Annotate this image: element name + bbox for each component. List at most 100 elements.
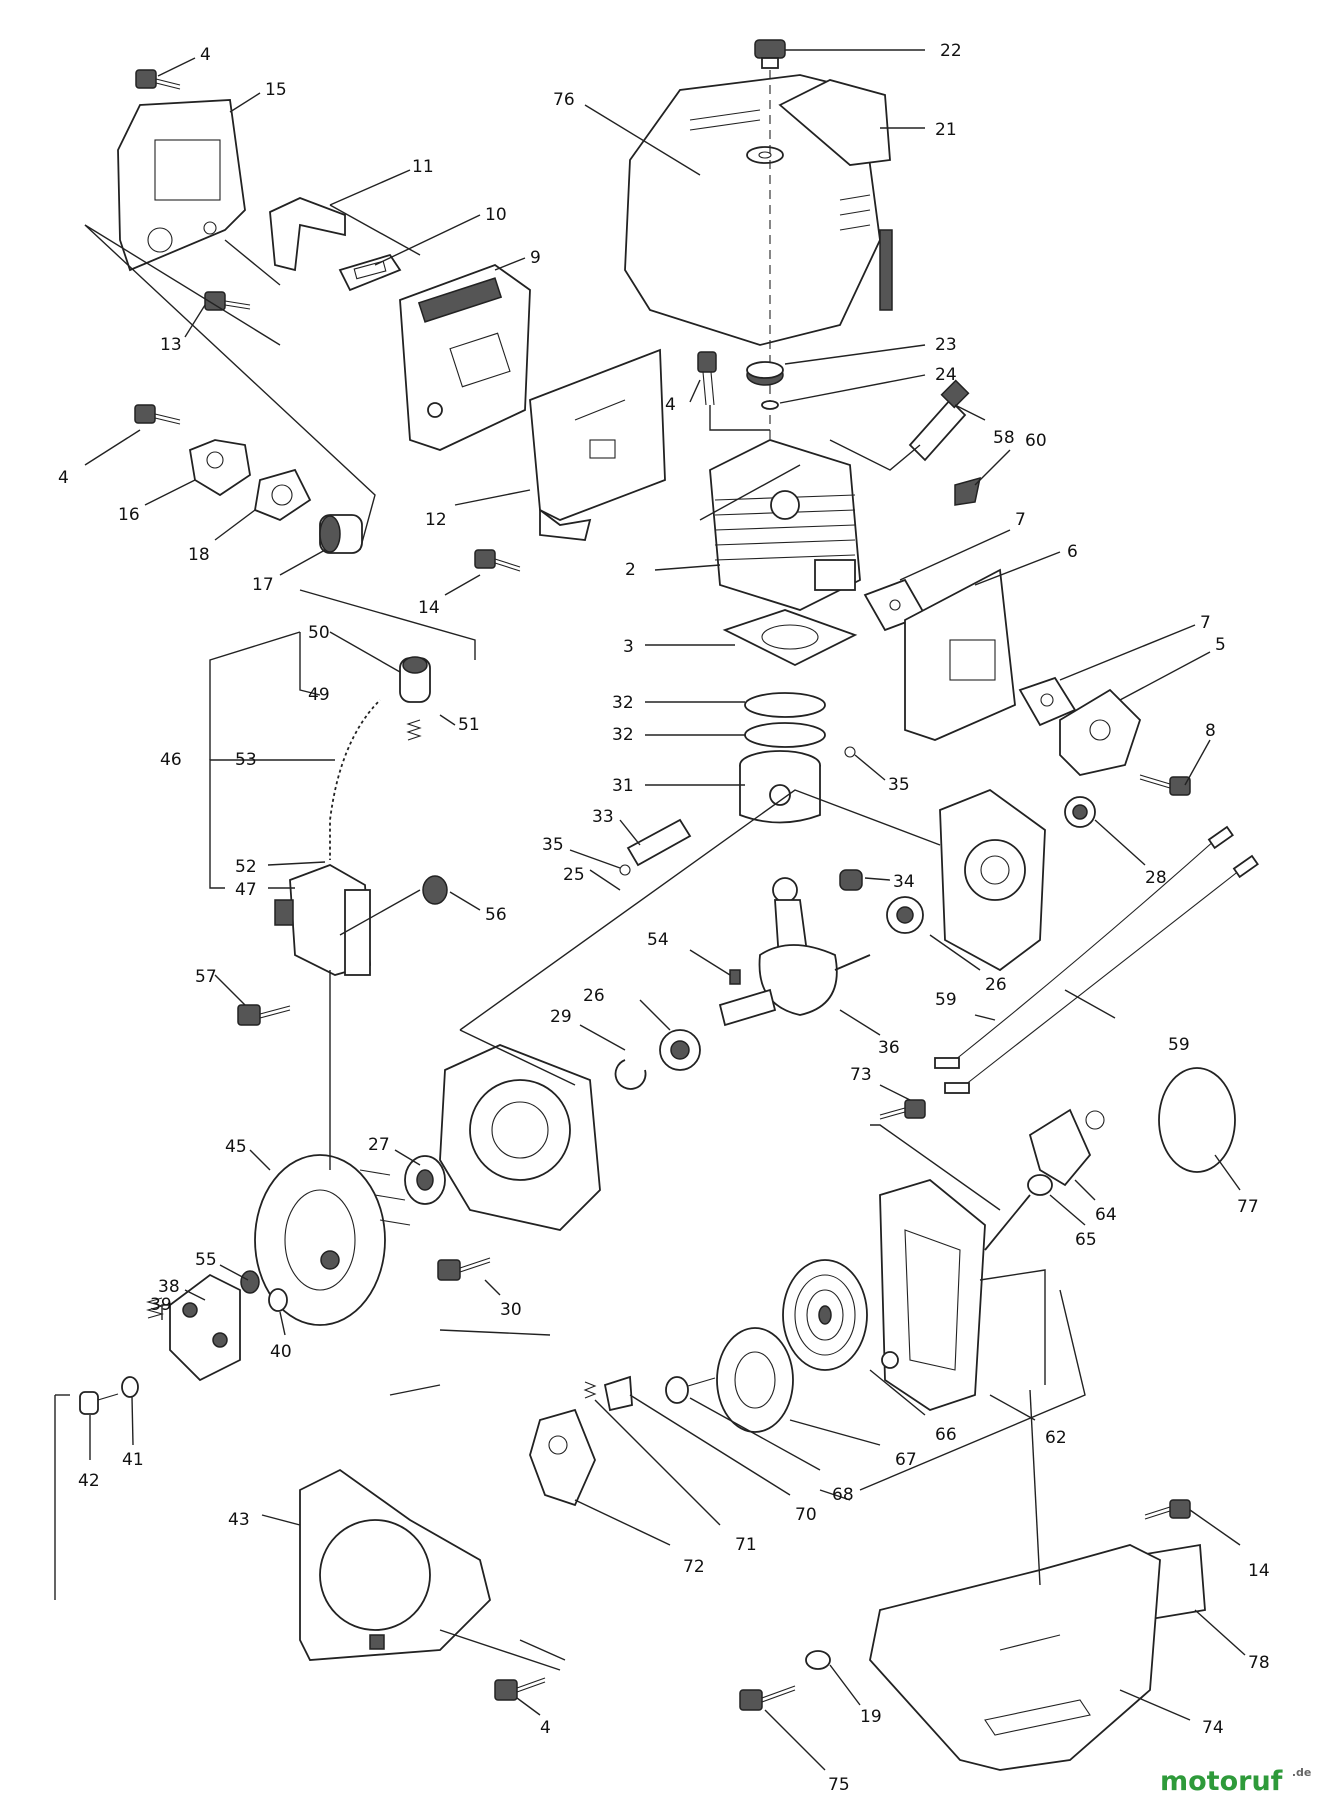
part-label: 41 — [122, 1450, 144, 1470]
insulator-6 — [904, 568, 1016, 741]
leader-lines — [84, 49, 1246, 1771]
part-label: 45 — [225, 1137, 247, 1157]
crankcase-half — [939, 788, 1046, 972]
part-label: 70 — [795, 1505, 817, 1525]
part-label: 76 — [553, 90, 575, 110]
bolt-42 — [79, 1391, 119, 1415]
circlip-29 — [614, 1059, 647, 1090]
piston-pin-33 — [626, 818, 692, 867]
part-label: 28 — [1145, 868, 1167, 888]
part-label: 52 — [235, 857, 257, 877]
part-label: 67 — [895, 1450, 917, 1470]
gasket-3 — [722, 609, 858, 667]
key-54 — [729, 969, 741, 985]
piston-rings-32 — [744, 692, 826, 748]
knob-22 — [754, 39, 786, 69]
part-label: 71 — [735, 1535, 757, 1555]
screw-73 — [879, 1099, 926, 1120]
ignition-wire-53 — [327, 697, 383, 860]
label-77 — [1158, 1067, 1236, 1173]
part-label: 26 — [583, 986, 605, 1006]
plate-72 — [529, 1408, 596, 1507]
part-label: 38 — [158, 1277, 180, 1297]
spring-51 — [406, 719, 422, 741]
part-label: 4 — [665, 395, 676, 415]
screw-57 — [237, 1004, 291, 1026]
engine-cover-21 — [624, 74, 893, 346]
part-label: 22 — [940, 41, 962, 61]
bearing-27 — [404, 1155, 446, 1205]
part-label: 42 — [78, 1471, 100, 1491]
part-label: 55 — [195, 1250, 217, 1270]
rope-65 — [984, 1174, 1053, 1251]
part-label: 43 — [228, 1510, 250, 1530]
part-label: 68 — [832, 1485, 854, 1505]
clip-35-right — [844, 746, 856, 758]
part-label: 6 — [1067, 542, 1078, 562]
part-label: 3 — [623, 637, 634, 657]
part-label: 39 — [150, 1295, 172, 1315]
watermark-suffix: .de — [1292, 1766, 1312, 1779]
screw-30 — [437, 1257, 491, 1281]
part-label: 65 — [1075, 1230, 1097, 1250]
part-label: 32 — [612, 693, 634, 713]
spring-39 — [145, 1297, 165, 1319]
bracket-11 — [269, 197, 346, 272]
washer-41 — [121, 1376, 139, 1398]
spacer-56 — [422, 875, 448, 905]
part-label: 29 — [550, 1007, 572, 1027]
watermark-brand: motoruf — [1160, 1766, 1283, 1797]
part-label: 30 — [500, 1300, 522, 1320]
part-label: 4 — [58, 468, 69, 488]
nut-55 — [240, 1270, 260, 1294]
part-label: 31 — [612, 776, 634, 796]
spark-cap-60 — [954, 476, 981, 506]
part-label: 27 — [368, 1135, 390, 1155]
part-label: 35 — [542, 835, 564, 855]
screw-8 — [1139, 774, 1191, 796]
part-label: 13 — [160, 335, 182, 355]
part-label: 21 — [935, 120, 957, 140]
part-label: 23 — [935, 335, 957, 355]
clamp-16 — [188, 439, 251, 497]
part-label: 36 — [878, 1038, 900, 1058]
svg-text:motoruf .de: motoruf .de — [1160, 1766, 1311, 1797]
washer-76 — [746, 146, 784, 164]
part-label: 5 — [1215, 635, 1226, 655]
filter-17 — [319, 514, 363, 554]
part-label: 16 — [118, 505, 140, 525]
ignition-coil-47 — [274, 864, 371, 976]
wires-59 — [934, 825, 1259, 1094]
part-label: 49 — [308, 685, 330, 705]
part-label: 12 — [425, 510, 447, 530]
muffler-9 — [399, 263, 531, 451]
part-label: 50 — [308, 623, 330, 643]
part-label: 46 — [160, 750, 182, 770]
ring-24 — [761, 400, 779, 410]
part-label: 34 — [893, 872, 915, 892]
part-label: 33 — [592, 807, 614, 827]
adapter-5 — [1059, 688, 1142, 776]
assembly-lines — [54, 204, 1086, 1671]
part-label: 32 — [612, 725, 634, 745]
washer-19 — [805, 1650, 831, 1670]
part-label: 7 — [1200, 613, 1211, 633]
part-label: 56 — [485, 905, 507, 925]
part-label: 18 — [188, 545, 210, 565]
cylinder-2 — [709, 439, 861, 611]
part-label: 15 — [265, 80, 287, 100]
part-label: 77 — [1237, 1197, 1259, 1217]
part-label: 9 — [530, 248, 541, 268]
part-label: 19 — [860, 1707, 882, 1727]
part-label: 72 — [683, 1557, 705, 1577]
clip-35-left — [619, 864, 631, 876]
crankcase-main — [439, 1044, 601, 1231]
part-label: 14 — [1248, 1561, 1270, 1581]
part-label: 7 — [1015, 510, 1026, 530]
screw-4-cylinder — [697, 351, 717, 406]
part-label: 25 — [563, 865, 585, 885]
nut-23 — [746, 361, 784, 386]
bearing-34 — [839, 869, 863, 891]
piston-31 — [739, 750, 821, 824]
